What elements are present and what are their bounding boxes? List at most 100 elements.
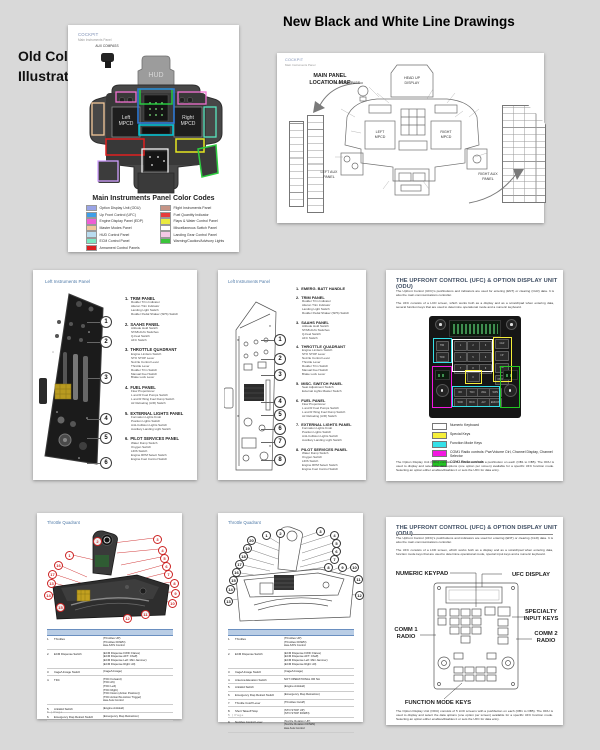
section-item: Rudder Trim Indicator	[131, 300, 160, 305]
section-item: Manual Fuel Switch	[302, 368, 329, 373]
function-entry: (ECM Dispense Right: All)	[103, 661, 136, 666]
figure-callout: 14	[226, 585, 235, 594]
section-item: Seat Adjustment Switch	[302, 384, 334, 389]
section-item: Aileron Trim Indicator	[131, 304, 160, 309]
table-row: 5.Antiskid Switch (Engine Antiskid)	[47, 705, 173, 714]
ufc-display-label: UFC DISPLAY	[512, 572, 550, 578]
odu-paragraph: The Option Display Unit (ODU) consists o…	[396, 460, 554, 473]
intro-paragraph: The Upfront Control (UFC)'s pushbuttons …	[396, 289, 554, 298]
figure-callout: 10	[350, 563, 359, 572]
figure-callout: 3	[316, 527, 325, 536]
section-item: LIDS Switch	[131, 448, 148, 453]
aux-compass-image	[101, 53, 114, 62]
section-item: Engine RPM Select Switch	[131, 452, 167, 457]
section-item: Formation Lights Knob	[131, 415, 162, 420]
legend-label: COM1 Radio controls: Pwr/Volume Ctrl, Ch…	[450, 450, 553, 459]
section-item: Rudder Trim Indicator	[302, 298, 331, 303]
legend-item: Warning/Caution/Advisory Lights	[160, 238, 224, 245]
page-throttle-colour: Throttle Quadrant 1 2	[37, 513, 182, 722]
legend-label: Numeric Keyboard	[450, 423, 479, 427]
legend-swatch	[86, 205, 97, 212]
row-number: 2.	[228, 651, 231, 656]
control-name: Nozzles Control Lever	[235, 719, 263, 724]
table-header	[47, 629, 173, 636]
section-heading: MISC. SWITCH PANEL	[301, 380, 343, 386]
function-entry: Has AXIS Control	[103, 643, 125, 648]
section-number: 1.	[125, 296, 129, 301]
table-header	[228, 629, 354, 636]
intro-paragraph: The Upfront Control (UFC)'s pushbuttons …	[396, 536, 553, 545]
head-up-display-label: HEAD UP	[404, 76, 421, 80]
legend-swatch	[160, 205, 171, 212]
legend-label: Function Mode Keys	[450, 441, 482, 446]
legend-item: Flight Instruments Panel	[160, 205, 224, 212]
legend-item: COM2 Radio controls	[432, 460, 562, 468]
panel-section: 3.THROTTLE QUADRANT Engine Limiters Swit…	[125, 347, 193, 380]
figure-callout: 2	[87, 336, 112, 348]
function-entry: (Engine Antiskid)	[103, 705, 124, 710]
hud-label: HUD	[148, 72, 163, 79]
ufc-key: I/P	[495, 350, 509, 361]
function-entry: (ECM Dispense AFT: Chaff)	[103, 654, 138, 659]
svg-text:MPCD: MPCD	[441, 135, 452, 139]
ufc-description-paragraph: The UFC consists of a LCD screen, which …	[396, 548, 553, 557]
function-entry: (Throttles Cutoff)	[284, 700, 305, 705]
figure-callout: 16	[54, 561, 63, 570]
function-entry: (ECM Dispense Right: All)	[284, 661, 317, 666]
svg-text:RADIO: RADIO	[537, 638, 556, 644]
legend-label: Flaps & Water Control Panel	[173, 219, 218, 224]
figure-callout: 3	[261, 369, 286, 381]
svg-text:RADIO: RADIO	[397, 634, 416, 640]
figure-callout: 3	[153, 535, 162, 544]
right-mpcd-label: Right	[182, 115, 194, 121]
legend-label: Landing Gear Control Panel	[173, 232, 217, 237]
legend-label: Up Front Control (UFC)	[99, 212, 136, 217]
section-heading: FUEL PANEL	[130, 385, 156, 391]
comm2-radio-label: COMM 2	[534, 631, 557, 637]
function-entry: (ECM Dispense FWD: Flares)	[284, 650, 321, 655]
page-throttle-bw: Throttle Quadrant	[218, 513, 364, 734]
ufc-key: ALT	[477, 398, 490, 408]
figure-callout: 11	[354, 575, 363, 584]
function-entry: (Throttles DOWN)	[284, 639, 307, 644]
figure-callout: 8	[324, 563, 333, 572]
page-title: Throttle Quadrant	[228, 520, 261, 525]
section-item: External Lights Master Switch	[302, 388, 342, 393]
legend-item: Function Mode Keys	[432, 441, 562, 449]
table-row: 2.ECM Dispense Switch (ECM Dispense FWD:…	[47, 650, 173, 669]
function-entry: (TDC Left)	[103, 683, 117, 688]
section-item: Position Lights Switch	[302, 430, 332, 435]
row-number: 3.	[228, 669, 231, 674]
function-entry: (Emergency Flap Retraction)	[284, 692, 320, 697]
function-entry: NOT OPERATIONAL OR NA	[284, 676, 320, 681]
section-item: Rudder Pedal Shaker (SPS) Switch	[131, 312, 179, 317]
ufc-key-zero: 0	[466, 372, 480, 382]
right-aux-panel-label: RIGHT AUX	[478, 172, 498, 176]
legend-item: Miscellaneous Switch Panel	[160, 224, 224, 232]
section-item: STAB AUG Switches	[131, 329, 159, 334]
section-item: Rudder Trim Switch	[302, 364, 329, 369]
section-heading: TRIM PANEL	[130, 296, 156, 301]
legend-item: Master Modes Panel	[86, 224, 143, 232]
section-number: 8.	[296, 446, 300, 452]
row-number: 8.	[228, 708, 231, 713]
table-row: 2.ECM Dispense Switch (ECM Dispense FWD:…	[228, 650, 354, 669]
legend-left-column: Option Display Unit (ODU) Up Front Contr…	[86, 205, 143, 252]
control-name: ECM Dispense Switch	[54, 651, 82, 656]
section-heading: EXTERNAL LIGHTS PANEL	[130, 410, 184, 416]
row-number: 5.	[47, 706, 50, 711]
figure-callout: 5	[261, 409, 286, 421]
figure-callout: 1	[65, 551, 74, 560]
figure-callout: 15	[229, 576, 238, 585]
